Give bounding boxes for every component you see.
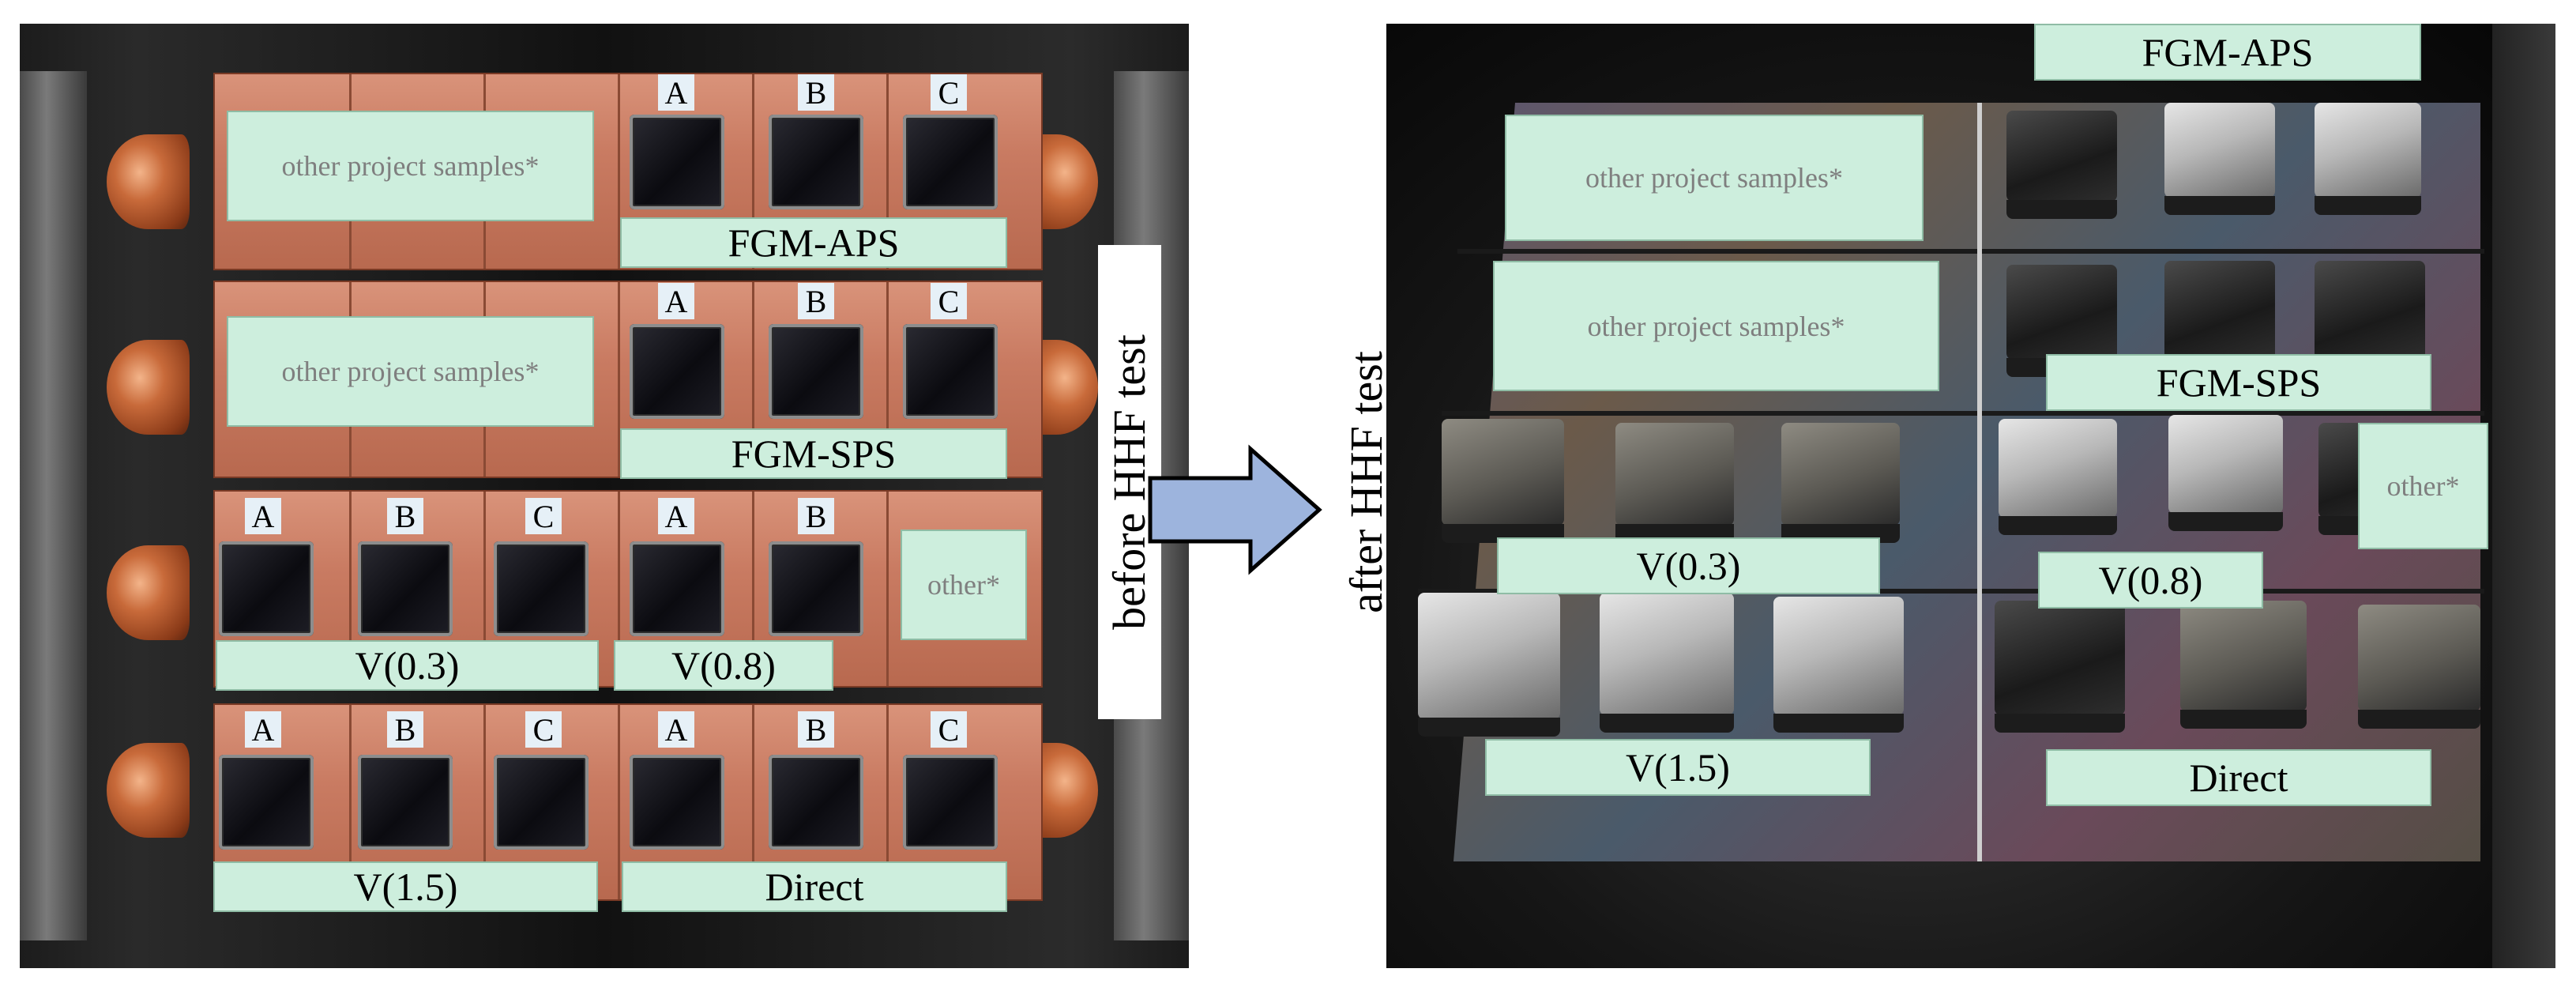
sample-tile	[630, 755, 724, 850]
sample-tile	[630, 541, 724, 636]
sample-letter: B	[798, 498, 834, 534]
sample-tile	[769, 324, 863, 419]
label-other-samples: other project samples*	[227, 111, 594, 221]
sample-tile	[2006, 265, 2117, 377]
sample-tile	[903, 755, 998, 850]
label-other-samples: other project samples*	[227, 316, 594, 427]
right-arrow-icon	[1148, 444, 1322, 575]
sample-tile	[1600, 593, 1734, 733]
sample-tile	[630, 324, 724, 419]
sample-tile	[769, 755, 863, 850]
label-fgm-sps: FGM-SPS	[620, 428, 1007, 479]
sample-letter: A	[658, 711, 694, 748]
groove	[1442, 411, 2484, 416]
sample-tile	[2315, 261, 2425, 377]
left-clamp	[20, 71, 87, 940]
sample-tile	[1995, 601, 2125, 733]
groove	[1457, 249, 2484, 254]
label-fgm-aps: FGM-APS	[2034, 24, 2421, 81]
sample-tile	[2315, 103, 2421, 215]
label-v03: V(0.3)	[1497, 537, 1880, 594]
sample-tile	[358, 755, 453, 850]
sample-tile	[769, 115, 863, 209]
sample-tile	[219, 755, 314, 850]
sample-tile	[1615, 423, 1734, 543]
holder-frame	[2492, 24, 2555, 968]
sample-letter: B	[798, 283, 834, 319]
sample-letter: C	[931, 711, 967, 748]
sample-letter: A	[245, 498, 281, 534]
sample-letter: C	[931, 283, 967, 319]
sample-letter: C	[931, 74, 967, 111]
label-v08: V(0.8)	[2038, 552, 2263, 609]
label-other: other*	[2358, 423, 2488, 549]
label-fgm-sps: FGM-SPS	[2046, 354, 2431, 411]
sample-tile	[219, 541, 314, 636]
sample-letter: A	[245, 711, 281, 748]
sample-tile	[903, 324, 998, 419]
sample-letter: B	[798, 74, 834, 111]
cooling-pipe	[107, 545, 190, 640]
label-fgm-aps: FGM-APS	[620, 217, 1007, 268]
cooling-pipe	[107, 743, 190, 838]
sample-tile	[2164, 103, 2275, 215]
sample-tile	[1442, 419, 1564, 543]
label-direct: Direct	[2046, 749, 2431, 806]
sample-tile	[1999, 419, 2117, 535]
label-v03: V(0.3)	[216, 640, 599, 691]
label-direct: Direct	[622, 861, 1007, 912]
sample-letter: B	[387, 498, 423, 534]
label-other: other*	[901, 530, 1027, 640]
groove	[1418, 589, 2484, 594]
sample-tile	[2164, 261, 2275, 377]
label-v08: V(0.8)	[614, 640, 833, 691]
sample-tile	[903, 115, 998, 209]
sample-letter: B	[798, 711, 834, 748]
sample-letter: B	[387, 711, 423, 748]
sample-letter: A	[658, 74, 694, 111]
label-v15: V(1.5)	[1485, 739, 1871, 796]
label-other-samples: other project samples*	[1505, 115, 1924, 241]
before-photo: other project samples* A B C FGM-APS oth…	[20, 24, 1189, 968]
cooling-pipe	[107, 340, 190, 435]
sample-letter: C	[525, 711, 562, 748]
cooling-pipe	[107, 134, 190, 229]
sample-letter: C	[525, 498, 562, 534]
sample-tile	[2180, 601, 2307, 729]
sample-tile	[2006, 111, 2117, 219]
sample-tile	[358, 541, 453, 636]
sample-tile	[494, 755, 589, 850]
sample-tile	[1773, 597, 1904, 733]
sample-tile	[494, 541, 589, 636]
label-v15: V(1.5)	[213, 861, 598, 912]
sample-tile	[630, 115, 724, 209]
after-photo: FGM-APS other project samples* other pro…	[1386, 24, 2555, 968]
sample-tile	[769, 541, 863, 636]
sample-letter: A	[658, 498, 694, 534]
groove	[1977, 103, 1982, 861]
label-other-samples: other project samples*	[1493, 261, 1939, 391]
sample-tile	[1781, 423, 1900, 543]
sample-letter: A	[658, 283, 694, 319]
sample-tile	[2358, 605, 2480, 729]
sample-tile	[1418, 593, 1560, 737]
sample-tile	[2168, 415, 2283, 531]
